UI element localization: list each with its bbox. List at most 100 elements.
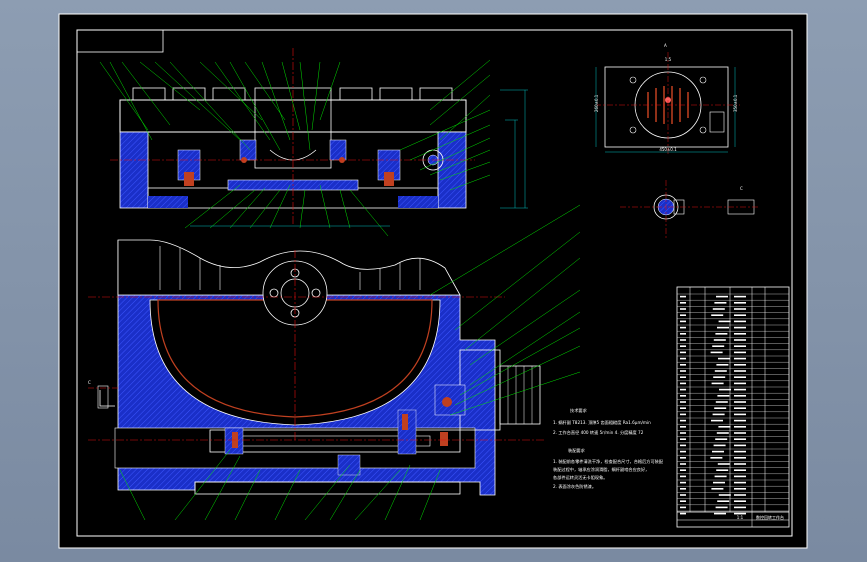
parts-list-mark: [734, 426, 746, 428]
parts-list-mark: [680, 388, 686, 391]
parts-list-mark: [680, 512, 686, 515]
parts-list-mark: [734, 475, 746, 478]
parts-list-mark: [715, 506, 728, 509]
top-right-view: 1:5 260±0.1 350±0.1 450±0.1 A: [594, 43, 740, 155]
parts-list-mark: [734, 401, 746, 403]
tech-line-1: 1. 蜗杆副 T8213. 顶隙5 齿面粗糙度 Ra1.6μm/min: [553, 419, 651, 426]
parts-list-mark: [734, 512, 746, 515]
parts-list-mark: [734, 444, 746, 447]
parts-list-mark: [734, 302, 746, 304]
parts-list-mark: [734, 413, 746, 416]
parts-list-mark: [713, 339, 726, 341]
parts-list-mark: [734, 370, 746, 372]
parts-list-mark: [714, 302, 727, 304]
parts-list-mark: [734, 308, 746, 310]
dim-total-height-label: 350±0.1: [733, 94, 738, 112]
scale-label: 1:5: [665, 57, 672, 62]
parts-list-mark: [734, 500, 746, 502]
parts-list-mark: [710, 351, 723, 354]
parts-list-mark: [716, 364, 729, 366]
parts-list-mark: [717, 326, 729, 329]
parts-list-mark: [734, 388, 746, 391]
parts-list-mark: [734, 457, 746, 459]
title-block-name: 数控回转工作台: [756, 514, 784, 520]
parts-list-mark: [680, 351, 686, 354]
parts-list-mark: [734, 364, 746, 366]
parts-list-mark: [680, 444, 686, 447]
parts-list-mark: [734, 339, 746, 341]
assembly-line-3: 各部件运转灵活无卡阻现象。: [553, 474, 607, 481]
view-label-top: A: [664, 43, 667, 48]
parts-list-mark: [734, 463, 746, 465]
parts-list-mark: [734, 295, 746, 298]
parts-list-mark: [680, 432, 686, 434]
parts-list-mark: [719, 388, 731, 391]
title-block-scale: 1:1: [737, 515, 744, 520]
parts-list-mark: [680, 438, 686, 440]
parts-list-mark: [718, 494, 731, 496]
assembly-line-4: 2. 表面涂灰色防锈漆。: [553, 483, 596, 490]
parts-list-mark: [711, 382, 724, 385]
parts-list-mark: [680, 488, 686, 490]
parts-list-mark: [716, 295, 728, 298]
main-front-view: C: [88, 204, 581, 521]
detail-view-c: C: [620, 180, 760, 240]
parts-list-mark: [680, 407, 686, 409]
parts-list-mark: [680, 494, 686, 496]
parts-list-mark: [680, 457, 686, 459]
parts-list-mark: [715, 333, 728, 335]
parts-list-mark: [734, 506, 746, 509]
parts-list-mark: [714, 370, 727, 372]
parts-list-mark: [680, 326, 686, 329]
parts-list-mark: [680, 401, 686, 403]
dim-height-label: 260±0.1: [594, 94, 599, 112]
parts-list-mark: [717, 395, 730, 397]
parts-list-mark: [714, 512, 726, 515]
parts-list-mark: [680, 395, 686, 397]
parts-list-mark: [717, 463, 730, 465]
parts-list-mark: [680, 308, 686, 310]
parts-list-mark: [734, 407, 746, 409]
parts-list: 数控回转工作台 1:1: [676, 286, 790, 528]
parts-list-mark: [718, 320, 731, 323]
parts-list-mark: [734, 333, 746, 335]
parts-list-mark: [718, 357, 730, 360]
parts-list-mark: [680, 463, 686, 465]
parts-list-mark: [680, 450, 686, 453]
assembly-line-2: 装配过程中，轴承应涂润滑脂，蜗杆副啮合应良好，: [553, 466, 649, 473]
parts-list-mark: [734, 438, 746, 440]
parts-list-mark: [734, 357, 746, 360]
parts-list-mark: [734, 469, 746, 471]
parts-list-mark: [715, 401, 728, 403]
parts-list-mark: [713, 444, 726, 447]
parts-list-mark: [734, 376, 746, 378]
parts-list-mark: [734, 395, 746, 397]
parts-list-mark: [680, 376, 686, 378]
parts-list-mark: [734, 345, 746, 347]
parts-list-mark: [734, 450, 746, 453]
parts-list-mark: [680, 382, 686, 385]
technical-notes: 技术要求 1. 蜗杆副 T8213. 顶隙5 齿面粗糙度 Ra1.6μm/min…: [553, 407, 664, 490]
sheet-border: [58, 13, 808, 549]
parts-list-mark: [711, 488, 724, 490]
parts-list-mark: [734, 481, 746, 484]
tech-line-2: 2. 工作台直径 400 转速 5r/min 4. 分度精度 72: [553, 429, 644, 436]
parts-list-mark: [734, 494, 746, 496]
parts-list-mark: [712, 450, 724, 453]
parts-list-mark: [711, 314, 724, 316]
tech-title: 技术要求: [570, 407, 588, 414]
parts-list-mark: [715, 438, 728, 440]
parts-list-mark: [680, 339, 686, 341]
parts-list-mark: [717, 500, 730, 502]
assembly-line-1: 1. 装配前各零件清洗干净，检查配合尺寸，合格后方可装配: [553, 458, 664, 465]
parts-list-mark: [712, 413, 725, 416]
parts-list-mark: [714, 407, 727, 409]
top-section-view: [99, 48, 528, 237]
parts-list-mark: [713, 376, 726, 378]
parts-list-mark: [680, 419, 686, 422]
parts-list-mark: [713, 481, 725, 484]
parts-list-mark: [716, 469, 729, 471]
parts-list-mark: [680, 357, 686, 360]
